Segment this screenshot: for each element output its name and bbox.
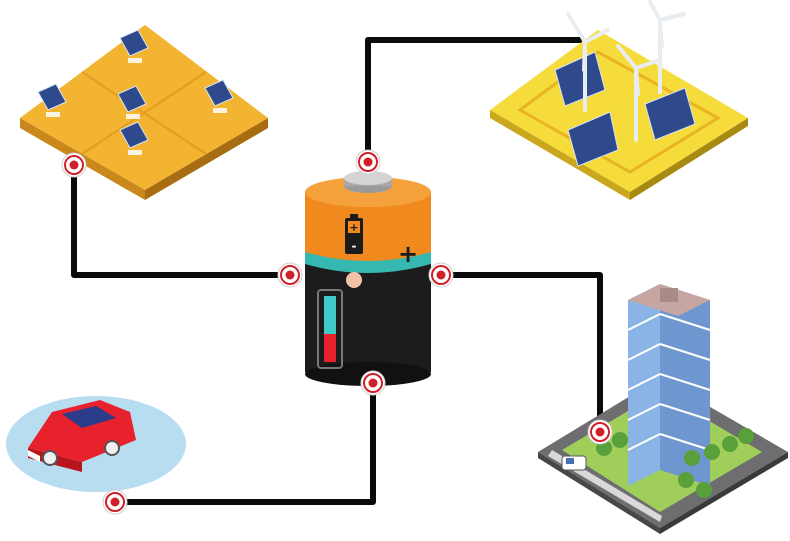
small-battery-plus: +: [349, 221, 358, 234]
battery-plus-sign: +: [398, 240, 418, 268]
wire-wind-farm: [365, 37, 582, 162]
connector-solar-farm: [61, 152, 87, 178]
connector-car: [102, 489, 128, 515]
wires: [71, 37, 603, 505]
electric-car: [6, 396, 186, 492]
solar-panel-icon: [554, 51, 696, 167]
car-icon: [28, 400, 136, 472]
connector-city: [587, 419, 613, 445]
wire-city: [441, 272, 603, 430]
city-building: [538, 284, 788, 534]
small-battery-icon: + -: [345, 214, 363, 254]
connector-battery-left: [277, 262, 303, 288]
van-icon: [561, 455, 587, 471]
connector-battery-right: [428, 262, 454, 288]
charge-indicator-icon: [317, 289, 343, 369]
wire-solar-farm: [71, 165, 290, 278]
small-battery-minus: -: [352, 239, 357, 253]
battery: + - +: [305, 171, 431, 386]
wind-solar-farm: [490, 0, 748, 200]
connector-battery-bottom: [360, 370, 386, 396]
connectors: [61, 149, 613, 515]
tree-icon: [596, 428, 754, 498]
connector-wind-farm: [355, 149, 381, 175]
building-icon: [627, 284, 711, 486]
solar-farm: [20, 25, 268, 200]
battery-icon: + - +: [305, 171, 431, 386]
wire-car: [115, 383, 376, 505]
wind-turbine-icon: [566, 0, 686, 142]
solar-panel-icon: [37, 29, 234, 149]
